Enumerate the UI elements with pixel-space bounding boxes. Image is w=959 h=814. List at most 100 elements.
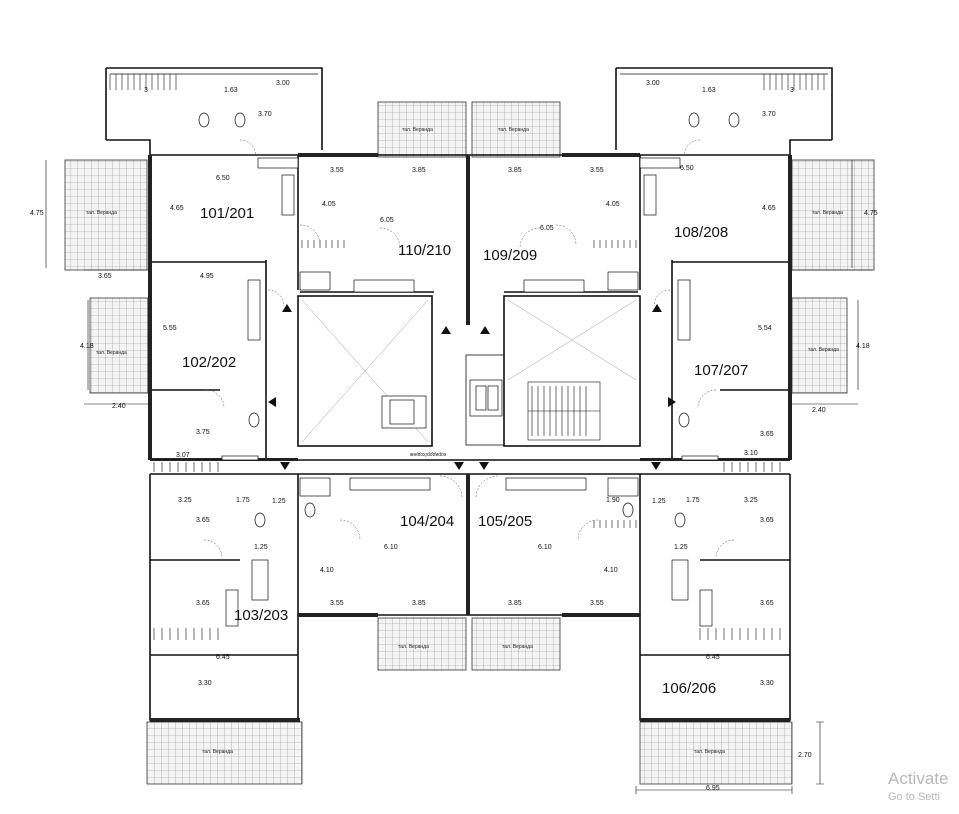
dim-text: 1.63 [224, 87, 238, 94]
dim-text: 4.75 [30, 210, 44, 217]
dim-text: 3.25 [744, 497, 758, 504]
dim-text: 3.65 [760, 517, 774, 524]
unit-label-108-208: 108/208 [674, 224, 728, 241]
dim-text: 3.25 [178, 497, 192, 504]
terrace-label: тал. Веранда [86, 210, 117, 216]
unit-label-103-203: 103/203 [234, 607, 288, 624]
dim-text: 3 [790, 87, 794, 94]
elevator [381, 379, 503, 429]
terrace-label: тал. Веранда [808, 347, 839, 353]
dim-text: 1.25 [254, 544, 268, 551]
dim-text: 6.05 [540, 225, 554, 232]
door-swings [203, 139, 735, 559]
arrow-up-icon [441, 326, 451, 334]
dim-text: 2.40 [812, 407, 826, 414]
dim-text: 1.63 [702, 87, 716, 94]
unit-labels: 101/201 102/202 103/203 104/204 105/205 … [182, 205, 748, 697]
terrace-bottom-right-center [471, 617, 561, 671]
dim-text: 3.07 [176, 452, 190, 459]
dim-text: 4.95 [200, 273, 214, 280]
terrace-right-middle [791, 297, 848, 394]
dim-text: 4.65 [170, 205, 184, 212]
dim-text: 3.65 [98, 273, 112, 280]
terrace-label: тал. Веранда [498, 127, 529, 133]
dim-text: 3.10 [744, 450, 758, 457]
dim-text: 6.05 [380, 217, 394, 224]
dim-text: 1.75 [236, 497, 250, 504]
dim-text: 6.50 [216, 175, 230, 182]
dim-text: 3.55 [330, 167, 344, 174]
arrow-up-icon [480, 326, 490, 334]
dim-text: 3.70 [258, 111, 272, 118]
unit-label-106-206: 106/206 [662, 680, 716, 697]
dim-text: 6.45 [216, 654, 230, 661]
terrace-label: тал. Веранда [398, 644, 429, 650]
terrace-label: тал. Веранда [96, 350, 127, 356]
dim-text: 5.54 [758, 325, 772, 332]
dim-text: 1.90 [606, 497, 620, 504]
dim-text: 3.85 [412, 167, 426, 174]
window-strips [109, 74, 825, 640]
dimension-lines [45, 160, 872, 794]
arrow-left-icon [268, 397, 276, 407]
dim-text: 3.00 [276, 80, 290, 87]
dim-text: 6.10 [384, 544, 398, 551]
dim-text: 4.10 [604, 567, 618, 574]
terrace-label: тал. Веранда [812, 210, 843, 216]
dim-text: 3.55 [590, 167, 604, 174]
terrace-left-middle [89, 297, 149, 394]
dimension-labels: 3.00 3.00 3 3 1.63 1.63 3.70 3.70 6.50 6… [30, 80, 878, 792]
terrace-top-right [471, 101, 561, 158]
entry-arrows [268, 304, 676, 470]
unit-label-105-205: 105/205 [478, 513, 532, 530]
dim-text: 4.75 [864, 210, 878, 217]
terrace-label: тал. Веранда [502, 644, 533, 650]
arrow-right-icon [668, 397, 676, 407]
arrow-down-icon [280, 462, 290, 470]
arrow-up-icon [282, 304, 292, 312]
terrace-left-upper [64, 159, 148, 271]
terrace-label: тал. Веранда [694, 749, 725, 755]
terrace-bottom-left [146, 721, 303, 785]
arrow-down-icon [651, 462, 661, 470]
dim-text: 3.75 [196, 429, 210, 436]
dim-text: 3.30 [198, 680, 212, 687]
dim-text: 3.65 [196, 600, 210, 607]
stairs [527, 381, 601, 441]
terrace-bottom-left-center [377, 617, 467, 671]
dim-text: 6.95 [706, 785, 720, 792]
dim-text: 4.05 [322, 201, 336, 208]
watermark-line-1: Activate [888, 769, 949, 788]
dim-text: 3.65 [196, 517, 210, 524]
dim-text: 4.10 [320, 567, 334, 574]
fixtures [198, 112, 740, 627]
dim-text: 3.30 [760, 680, 774, 687]
watermark-line-2: Go to Setti [888, 791, 940, 803]
unit-label-109-209: 109/209 [483, 247, 537, 264]
dim-text: 1.25 [272, 498, 286, 505]
dim-text: 3.85 [508, 600, 522, 607]
dim-text: 1.25 [652, 498, 666, 505]
unit-label-107-207: 107/207 [694, 362, 748, 379]
corridor-label: коридор/ходник [409, 451, 446, 457]
dim-text: 6.10 [538, 544, 552, 551]
dim-text: 4.65 [762, 205, 776, 212]
terrace-right-upper [791, 159, 875, 271]
dim-text: 3.55 [590, 600, 604, 607]
dim-text: 6.50 [680, 165, 694, 172]
dim-text: 4.18 [80, 343, 94, 350]
dim-text: 3.55 [330, 600, 344, 607]
dim-text: 3 [144, 87, 148, 94]
terrace-labels: тал. Веранда тал. Веранда тал. Веранда т… [86, 127, 843, 755]
dim-text: 5.55 [163, 325, 177, 332]
unit-label-104-204: 104/204 [400, 513, 454, 530]
arrow-up-icon [652, 304, 662, 312]
terrace-label: тал. Веранда [402, 127, 433, 133]
dim-text: 3.00 [646, 80, 660, 87]
dim-text: 2.70 [798, 752, 812, 759]
dim-text: 3.85 [508, 167, 522, 174]
unit-label-102-202: 102/202 [182, 354, 236, 371]
dim-text: 1.75 [686, 497, 700, 504]
dim-text: 3.65 [760, 600, 774, 607]
